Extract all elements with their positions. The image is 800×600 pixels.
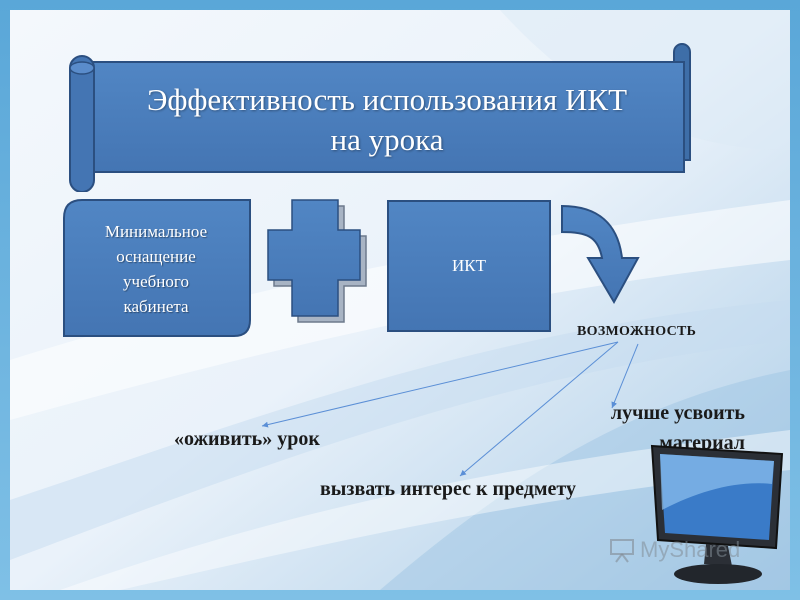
ikt-label: ИКТ [452, 256, 486, 275]
equipment-line-3: учебного [123, 271, 189, 291]
monitor-icon [650, 444, 784, 584]
title-line-1: Эффективность использования ИКТ [146, 82, 628, 117]
presentation-board-icon [610, 539, 634, 563]
plus-icon [267, 199, 367, 323]
ikt-box-shape [387, 200, 551, 332]
possibility-label: ВОЗМОЖНОСТЬ [577, 324, 697, 339]
slide-title: Эффективность использования ИКТ на урока [88, 72, 686, 168]
equipment-box-shape [63, 199, 251, 337]
title-line-2: на урока [330, 122, 444, 157]
title-scroll-banner [69, 43, 691, 192]
watermark: MyShared [608, 536, 740, 564]
enliven-lesson-label: «оживить» урок [174, 428, 320, 450]
watermark-text: MyShared [640, 537, 741, 562]
equipment-line-1: Минимальное [104, 221, 208, 241]
equipment-line-2: оснащение [116, 246, 196, 266]
curved-down-arrow-icon [561, 204, 640, 305]
equipment-box: Минимальное оснащение учебного кабинета [62, 200, 250, 337]
arouse-interest-label: вызвать интерес к предмету [320, 478, 576, 500]
ikt-box: ИКТ [388, 201, 550, 331]
equipment-line-4: кабинета [123, 296, 189, 316]
